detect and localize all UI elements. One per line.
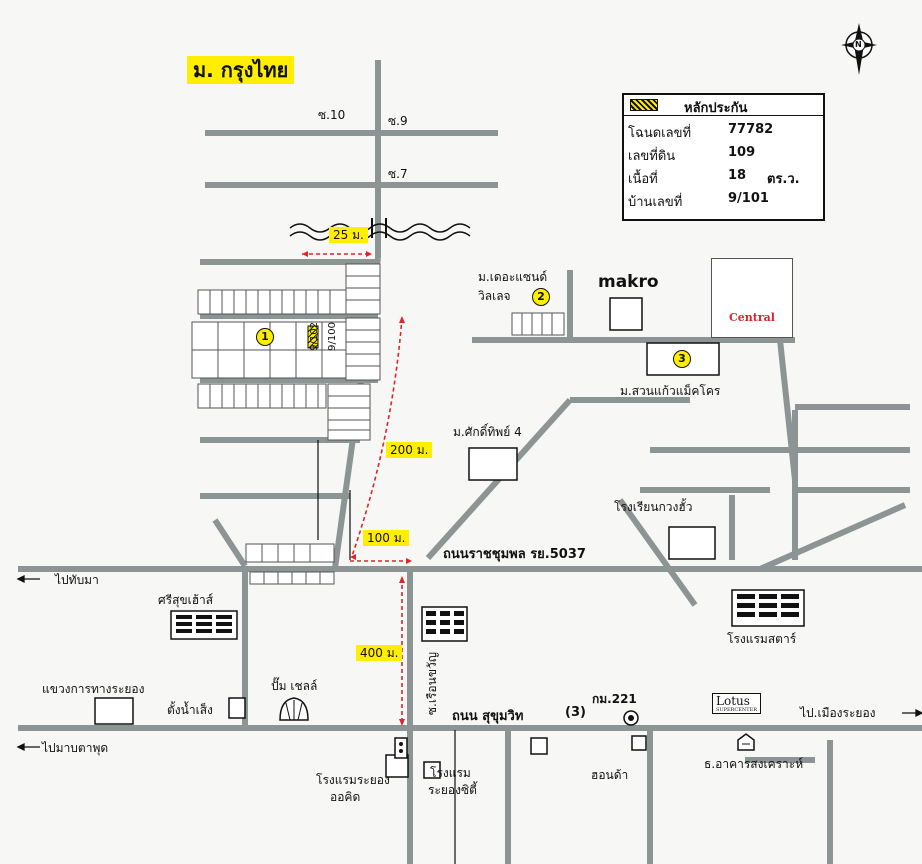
- city-hotel-building: [423, 761, 441, 779]
- gh-bank-building: [631, 735, 647, 751]
- suan-kaeo-label: ม.สวนแก้วแม็คโคร: [620, 384, 721, 398]
- traffic-light: [394, 737, 408, 759]
- makro-building: [609, 297, 643, 331]
- sak-thip-building: [468, 447, 518, 481]
- canal: [289, 223, 471, 241]
- road-ratchachumphon-label: ถนนราชชุมพล รย.5037: [443, 547, 586, 562]
- star-hotel-label: โรงแรมสตาร์: [727, 632, 797, 646]
- lotus-logo: Lotus SUPERCENTER: [712, 693, 762, 714]
- kuang-hua-building: [668, 526, 716, 560]
- highway-office-building: [94, 697, 134, 725]
- compass-icon: [841, 23, 877, 75]
- marker-3: 3: [673, 350, 691, 368]
- village-1-plots: [191, 263, 381, 441]
- tang-nam-seng-label: ตั้งน้ำเส็ง: [167, 703, 213, 717]
- legend-deed-value: 77782: [728, 122, 774, 137]
- gh-bank-icon: [737, 733, 755, 751]
- tang-nam-seng-building: [228, 697, 246, 719]
- legend-header: หลักประกัน: [684, 101, 748, 116]
- orchid-hotel-label-1: โรงแรมระยอง: [316, 773, 390, 787]
- road-sukhumvit-number: (3): [565, 705, 586, 720]
- distance-200m: 200 ม.: [386, 442, 433, 458]
- soi-9-label: ซ.9: [388, 114, 408, 128]
- central-box: Central: [711, 258, 793, 338]
- to-thap-ma-label: ไปทับมา: [55, 573, 99, 587]
- shell-icon: [279, 697, 309, 721]
- honda-building: [530, 737, 548, 755]
- legend-land-value: 109: [728, 145, 756, 160]
- sri-suk-label: ศรีสุขเฮ้าส์: [158, 593, 214, 607]
- gh-bank-label: ธ.อาคารสงเคราะห์: [704, 757, 804, 771]
- makro-logo: makro: [598, 272, 659, 292]
- distance-100m: 100 ม.: [363, 530, 410, 546]
- plot-9-102: 9/102: [309, 322, 320, 351]
- lotus-sub-label: SUPERCENTER: [716, 707, 758, 713]
- lotus-label: Lotus: [716, 694, 750, 708]
- legend-house-label: บ้านเลขที่: [628, 195, 683, 210]
- soi-ruen-khwan-label: ซ.เรือนขวัญ: [425, 652, 439, 716]
- to-map-ta-phut-label: ไปมาบตาพุด: [42, 741, 109, 755]
- kuang-hua-label: โรงเรียนกวงฮั้ว: [614, 500, 693, 514]
- legend-box: หลักประกัน โฉนดเลขที่ 77782 เลขที่ดิน 10…: [622, 93, 825, 221]
- star-hotel-icon: [731, 589, 805, 627]
- compass-north-label: N: [855, 40, 862, 49]
- legend-area-label: เนื้อที่: [628, 172, 658, 187]
- highway-office-label: แขวงการทางระยอง: [42, 682, 145, 696]
- building-grid-icon: [421, 606, 468, 642]
- road-sukhumvit-label: ถนน สุขุมวิท: [452, 709, 524, 724]
- legend-area-value: 18: [728, 168, 747, 183]
- plot-9-100: 9/100: [327, 322, 338, 351]
- distance-400m: 400 ม.: [356, 645, 403, 661]
- sri-suk-house-icon: [170, 610, 238, 640]
- legend-house-value: 9/101: [728, 191, 769, 206]
- honda-label: ฮอนด้า: [591, 768, 629, 782]
- soi-7-label: ซ.7: [388, 167, 408, 181]
- city-hotel-label-1: โรงแรม: [430, 766, 471, 780]
- km-221-label: กม.221: [592, 692, 637, 706]
- orchid-hotel-label-2: ออคิด: [330, 790, 361, 804]
- page-title: ม. กรุงไทย: [187, 56, 295, 84]
- the-sand-label: ม.เดอะแซนด์: [478, 270, 548, 284]
- collateral-swatch: [630, 99, 658, 111]
- legend-area-unit: ตร.ว.: [767, 172, 800, 187]
- legend-land-label: เลขที่ดิน: [628, 149, 676, 164]
- marker-2: 2: [532, 288, 550, 306]
- to-mueang-rayong-label: ไป.เมืองระยอง: [800, 706, 876, 720]
- legend-deed-label: โฉนดเลขที่: [628, 126, 692, 141]
- central-label: Central: [729, 311, 775, 324]
- sak-thip-label: ม.ศักดิ์ทิพย์ 4: [453, 425, 522, 439]
- distance-25m: 25 ม.: [329, 227, 368, 243]
- shell-label: ปั๊ม เชลล์: [271, 679, 318, 693]
- village-label: วิลเลจ: [478, 289, 511, 303]
- city-hotel-label-2: ระยองซิตี้: [428, 783, 477, 797]
- soi-10-label: ซ.10: [318, 108, 346, 122]
- marker-1: 1: [256, 328, 274, 346]
- collateral-plot: [307, 325, 319, 349]
